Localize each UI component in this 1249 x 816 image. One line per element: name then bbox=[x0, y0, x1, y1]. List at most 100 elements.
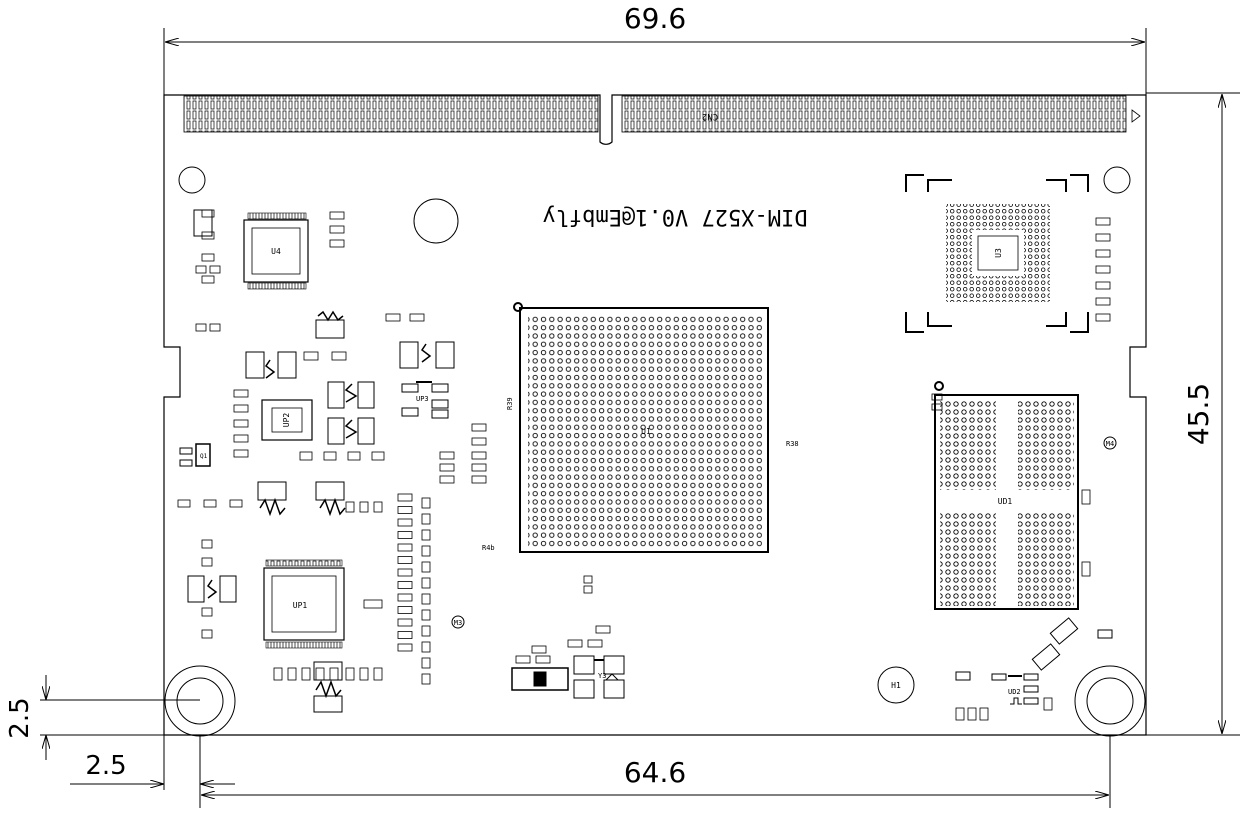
dim-bottom-offset: 2.5 bbox=[85, 751, 126, 781]
smd-pad bbox=[421, 561, 431, 573]
crystal-label-y3: Y3 bbox=[598, 672, 606, 680]
smd-pad bbox=[209, 265, 221, 274]
smd-pad bbox=[329, 239, 345, 248]
smd-pad bbox=[331, 351, 347, 361]
silkscreen-brand: DIM-X527 V0.1@Embfly bbox=[543, 204, 808, 229]
smd-pad bbox=[967, 707, 977, 721]
label-q1: Q1 bbox=[200, 453, 208, 460]
smd-pad bbox=[397, 568, 413, 577]
smd-pad bbox=[421, 657, 431, 669]
smd-pad bbox=[229, 499, 243, 508]
chip-label-up3: UP3 bbox=[416, 395, 429, 403]
smd-pad bbox=[373, 501, 383, 513]
smd-pad bbox=[345, 501, 355, 513]
smd-pad bbox=[421, 513, 431, 525]
hole-label-h1: H1 bbox=[891, 681, 901, 690]
transistor-q1 bbox=[179, 443, 211, 467]
chip-up2 bbox=[261, 399, 313, 441]
smd-pad bbox=[1095, 313, 1111, 322]
smd-pad bbox=[421, 641, 431, 653]
smd-pad bbox=[195, 265, 207, 274]
smd-pad bbox=[371, 451, 385, 461]
smd-pad bbox=[439, 475, 455, 484]
smd-pad bbox=[979, 707, 989, 721]
chip-label-up2: UP2 bbox=[282, 413, 291, 428]
smd-pad bbox=[201, 607, 213, 617]
smd-pad bbox=[1095, 297, 1111, 306]
chip-up3 bbox=[399, 341, 455, 419]
chip-label-ud1: UD1 bbox=[998, 497, 1013, 506]
smd-pad bbox=[595, 625, 611, 634]
smd-pad bbox=[177, 499, 191, 508]
smd-pad bbox=[439, 451, 455, 460]
smd-pad bbox=[201, 253, 215, 262]
edge-connector bbox=[183, 95, 1141, 133]
smd-pad bbox=[359, 667, 369, 681]
smd-pad bbox=[363, 599, 383, 609]
smd-pad bbox=[421, 673, 431, 685]
smd-pad bbox=[385, 313, 401, 322]
smd-pad bbox=[397, 618, 413, 627]
chip-u3 bbox=[905, 174, 1089, 333]
smd-pad bbox=[301, 667, 311, 681]
smd-pad bbox=[397, 606, 413, 614]
board-outline bbox=[163, 94, 1147, 736]
smd-pad bbox=[1081, 489, 1091, 505]
smd-pad bbox=[1095, 281, 1111, 290]
smd-pad bbox=[931, 393, 943, 401]
diode-pads bbox=[955, 617, 1113, 681]
smd-pad bbox=[359, 501, 369, 513]
smd-pad bbox=[203, 499, 217, 508]
inductor-pads bbox=[187, 209, 569, 713]
smd-pad bbox=[567, 639, 583, 648]
smd-pad bbox=[471, 451, 487, 460]
dim-top-width: 69.6 bbox=[624, 2, 686, 35]
chip-up1 bbox=[263, 559, 345, 649]
smd-pad bbox=[471, 437, 487, 446]
smd-pad bbox=[531, 645, 547, 654]
hole-label-m3: M3 bbox=[454, 619, 462, 627]
smd-pad bbox=[409, 313, 425, 322]
smd-pad bbox=[955, 707, 965, 721]
smd-pad bbox=[471, 423, 487, 432]
smd-pad bbox=[421, 609, 431, 621]
smd-pad bbox=[201, 557, 213, 567]
smd-pad bbox=[233, 449, 249, 458]
label-r4b: R4b bbox=[482, 544, 495, 552]
smd-pad bbox=[1095, 217, 1111, 226]
passive-components bbox=[177, 209, 1111, 721]
smd-pad bbox=[583, 575, 593, 584]
smd-pad bbox=[329, 225, 345, 234]
chip-label-ud2: UD2 bbox=[1008, 688, 1021, 696]
smd-pad bbox=[931, 403, 943, 411]
smd-pad bbox=[233, 404, 249, 413]
smd-pad bbox=[397, 556, 413, 564]
smd-pad bbox=[397, 506, 413, 514]
smd-pad bbox=[315, 667, 325, 681]
smd-pad bbox=[201, 539, 213, 549]
smd-pad bbox=[587, 639, 603, 648]
chip-ud2 bbox=[991, 673, 1039, 705]
smd-pad bbox=[397, 643, 413, 652]
smd-pad bbox=[233, 389, 249, 398]
smd-pad bbox=[397, 518, 413, 527]
hole-label-m4: M4 bbox=[1106, 440, 1114, 448]
smd-pad bbox=[397, 593, 413, 602]
crystal-y3 bbox=[573, 655, 625, 699]
smd-pad bbox=[583, 585, 593, 594]
label-r39: R39 bbox=[506, 397, 514, 410]
smd-pad bbox=[345, 667, 355, 681]
smd-pad bbox=[233, 419, 249, 428]
smd-pad bbox=[201, 629, 213, 639]
chip-label-u4: U4 bbox=[271, 247, 281, 256]
smd-pad bbox=[303, 351, 319, 361]
chip-ud1 bbox=[934, 381, 1079, 610]
smd-pad bbox=[195, 323, 207, 332]
smd-pad bbox=[1043, 697, 1053, 711]
smd-pad bbox=[329, 667, 339, 681]
smd-pad bbox=[421, 545, 431, 557]
smd-pad bbox=[421, 625, 431, 637]
dim-right-height: 45.5 bbox=[1182, 383, 1215, 445]
label-r38: R38 bbox=[786, 440, 799, 448]
